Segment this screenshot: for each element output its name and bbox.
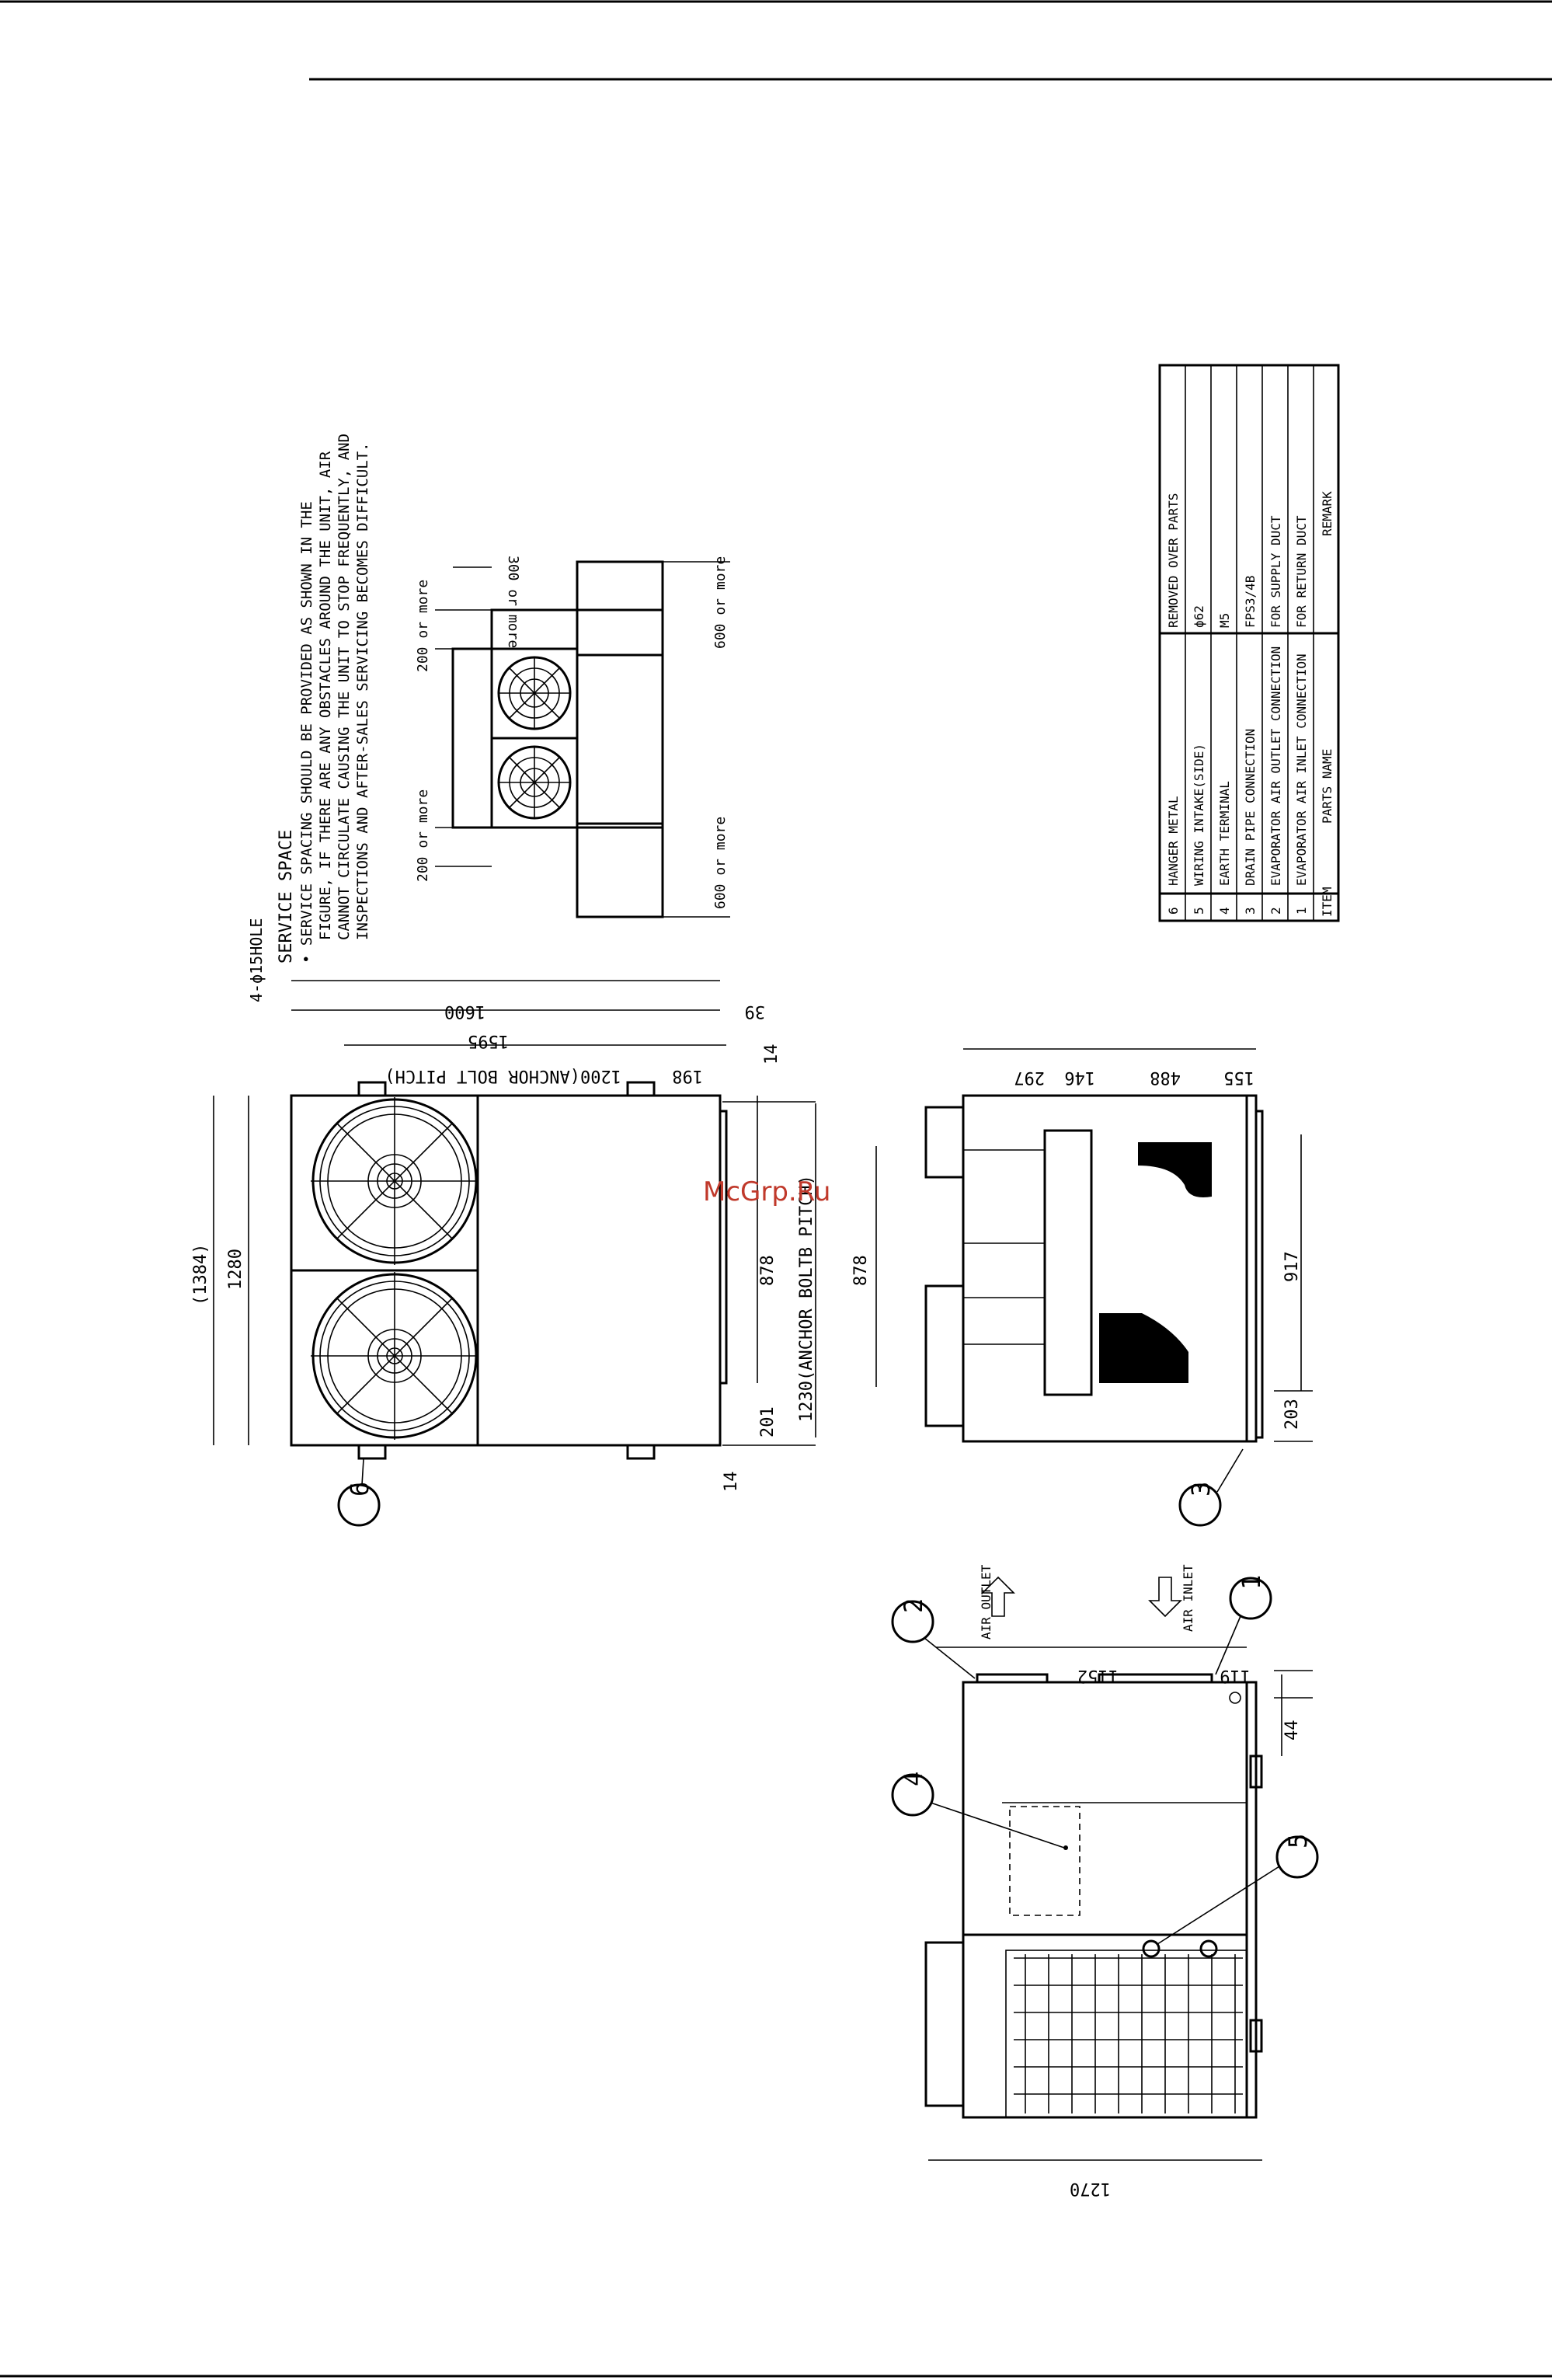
callout-3 (1178, 1483, 1222, 1527)
callout-6 (337, 1483, 381, 1527)
coil-section (1099, 1313, 1188, 1383)
callout-4 (891, 1773, 934, 1817)
fan-icon (497, 745, 572, 820)
callout-6-label: 6 (345, 1482, 374, 1497)
callout-1 (1229, 1577, 1272, 1620)
service-area-left (451, 647, 493, 829)
callout-5 (1275, 1835, 1319, 1879)
table-header-parts-name: PARTS NAME (1320, 749, 1335, 824)
table-row: 2 (1268, 907, 1283, 915)
service-space-note-line-3: CANNOT CIRCULATE CAUSING THE UNIT TO STO… (336, 434, 353, 940)
hole-note: 4-ϕ15HOLE (247, 918, 266, 1002)
callout-4-label: 4 (899, 1772, 928, 1786)
service-space-note-line-2: FIGURE, IF THERE ARE ANY OBSTACLES AROUN… (317, 451, 334, 940)
dim-119: 119 (1220, 1666, 1251, 1685)
dim-146: 146 (1064, 1068, 1095, 1087)
earth-terminal-box (1009, 1806, 1080, 1916)
wiring-intake (1142, 1939, 1161, 1958)
arrow-up-icon (981, 1576, 1015, 1617)
dim-44: 44 (1282, 1720, 1302, 1741)
dim-917: 917 (1282, 1251, 1302, 1282)
callout-2 (891, 1600, 934, 1643)
table-row: FOR SUPPLY DUCT (1268, 515, 1283, 628)
table-header-item: ITEM (1320, 887, 1335, 917)
table-row: M5 (1217, 613, 1232, 628)
dim-203: 203 (1282, 1399, 1302, 1430)
dim-anchor-pitch: 1200(ANCHOR BOLT PITCH) (385, 1066, 621, 1085)
service-area-right (576, 608, 664, 829)
table-row: 3 (1243, 907, 1258, 915)
dim-bottom-right: 600 or more (712, 556, 729, 649)
dim-bottom-left: 600 or more (712, 817, 729, 909)
dim-overall-width: 1600 (444, 1002, 485, 1021)
dim-155: 155 (1223, 1068, 1254, 1087)
table-row: 6 (1166, 907, 1181, 915)
dim-1280: 1280 (226, 1249, 245, 1290)
table-row: DRAIN PIPE CONNECTION (1243, 729, 1258, 886)
dim-right-gap: 300 or more (505, 556, 521, 648)
watermark: McGrp.Ru (703, 1176, 830, 1207)
wiring-intake (1199, 1939, 1218, 1958)
callout-2-label: 2 (899, 1598, 928, 1613)
dim-top-left: 200 or more (415, 789, 431, 882)
service-space-note-line-1: • SERVICE SPACING SHOULD BE PROVIDED AS … (298, 501, 315, 963)
table-row: EVAPORATOR AIR INLET CONNECTION (1294, 653, 1309, 886)
grille (1005, 1950, 1248, 2118)
table-header-remark: REMARK (1320, 491, 1335, 536)
service-space-note: SERVICE SPACE • SERVICE SPACING SHOULD B… (277, 434, 371, 963)
arrow-down-icon (1148, 1577, 1182, 1618)
table-row: EARTH TERMINAL (1217, 781, 1232, 886)
coil-section (1138, 1142, 1212, 1197)
dim-198: 198 (672, 1066, 703, 1085)
callout-5-label: 5 (1283, 1834, 1313, 1849)
dim-14-bottom: 14 (722, 1472, 741, 1493)
dim-1270: 1270 (1070, 2179, 1111, 2198)
table-row: REMOVED OVER PARTS (1166, 493, 1181, 628)
fan-icon (497, 656, 572, 730)
dim-878-side: 878 (851, 1255, 871, 1286)
dim-878: 878 (758, 1255, 778, 1286)
table-row: WIRING INTAKE(SIDE) (1192, 744, 1206, 886)
table-row: 5 (1192, 907, 1206, 915)
side-view: 297 146 488 155 878 917 203 3 (851, 1048, 1313, 1527)
dim-top-right: 200 or more (415, 580, 431, 672)
dim-488: 488 (1150, 1068, 1181, 1087)
table-row: HANGER METAL (1166, 796, 1181, 886)
table-row: ϕ62 (1192, 605, 1206, 628)
service-space-note-line-4: INSPECTIONS AND AFTER-SALES SERVICING BE… (354, 442, 371, 940)
dim-1384: (1384) (191, 1244, 211, 1305)
callout-1-label: 1 (1237, 1575, 1266, 1590)
dim-1595: 1595 (468, 1031, 509, 1051)
table-row: EVAPORATOR AIR OUTLET CONNECTION (1268, 646, 1283, 886)
table-row: FOR RETURN DUCT (1294, 515, 1309, 628)
callout-3-label: 3 (1186, 1482, 1216, 1497)
service-area-top (576, 560, 664, 657)
service-space-figure: 200 or more 200 or more 300 or more 600 … (415, 556, 730, 918)
fan-icon (311, 1097, 478, 1265)
dim-39: 39 (745, 1002, 766, 1021)
air-outlet-label: AIR OUTLET (979, 1564, 993, 1640)
fan-icon (311, 1272, 478, 1440)
table-row: 1 (1294, 907, 1309, 915)
table-row: 4 (1217, 907, 1232, 915)
dim-anchor-pitch-vertical: 1230(ANCHOR BOLTB PITCH) (797, 1175, 816, 1422)
front-view: AIR OUTLET AIR INLET 1152 119 44 1270 2 … (891, 1564, 1319, 2198)
service-space-title: SERVICE SPACE (277, 830, 296, 963)
table-row: FPS3/4B (1243, 576, 1258, 628)
top-view: 4-ϕ15HOLE 1600 1595 1200(ANCHOR BOLT PIT… (191, 918, 816, 1527)
dim-201: 201 (758, 1406, 778, 1437)
dim-14-top: 14 (762, 1044, 781, 1065)
parts-table: 6 HANGER METAL REMOVED OVER PARTS 5 WIRI… (1158, 364, 1340, 922)
dim-1152: 1152 (1077, 1666, 1119, 1685)
air-inlet-label: AIR INLET (1181, 1564, 1195, 1632)
dim-297: 297 (1014, 1068, 1045, 1087)
service-area-bottom (576, 822, 664, 918)
